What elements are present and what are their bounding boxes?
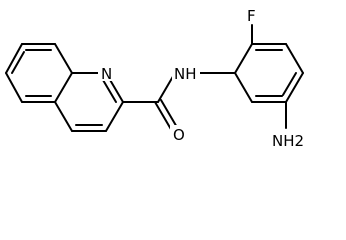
bond bbox=[54, 43, 73, 74]
bond bbox=[105, 101, 124, 132]
carbonyl-oxygen-label: O bbox=[173, 126, 185, 144]
ring-nitrogen-label: N bbox=[101, 65, 112, 83]
bond bbox=[234, 72, 253, 103]
bond bbox=[234, 43, 253, 74]
amide-nh-label: NH bbox=[174, 65, 197, 83]
fluorine-label: F bbox=[247, 7, 256, 25]
double-bond-inner bbox=[102, 79, 117, 103]
bond bbox=[54, 72, 73, 103]
bond bbox=[285, 43, 304, 74]
bond bbox=[5, 72, 23, 103]
quinoline-benzo-ring bbox=[5, 43, 73, 103]
bond bbox=[5, 43, 23, 74]
molecule-structure: F N NH O NH2 bbox=[5, 7, 304, 150]
double-bond-inner bbox=[282, 72, 297, 96]
bond bbox=[285, 72, 304, 103]
carbonyl-double-bond bbox=[154, 101, 173, 132]
aminophenyl-ring bbox=[234, 24, 304, 129]
amine-label: NH2 bbox=[272, 132, 304, 150]
double-bond-inner bbox=[11, 51, 25, 74]
carbonyl-double-bond bbox=[160, 99, 179, 130]
quinoline-pyridine-ring bbox=[54, 72, 124, 132]
bond bbox=[54, 101, 73, 132]
